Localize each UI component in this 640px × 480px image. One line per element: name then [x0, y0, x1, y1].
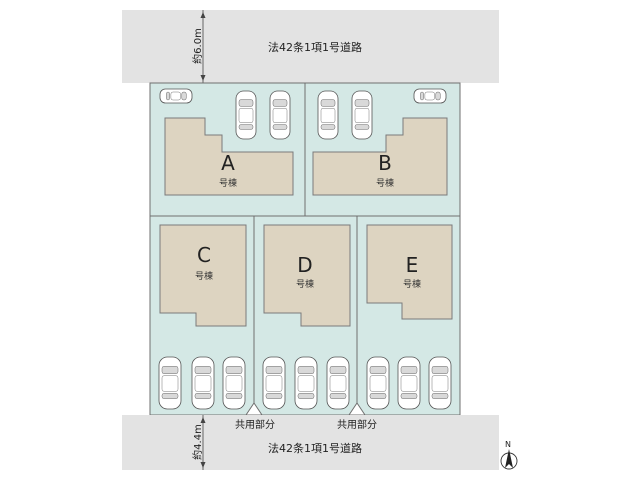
- car-icon: [222, 356, 246, 410]
- car-icon: [428, 356, 452, 410]
- lot-labels: A 号棟 B 号棟 C 号棟 D 号棟 E 号棟: [195, 151, 421, 290]
- lot-a-letter: A: [221, 151, 235, 175]
- lot-d-suffix: 号棟: [296, 278, 314, 290]
- car-icon: [191, 356, 215, 410]
- car-icon: [269, 90, 291, 140]
- top-road-label: 法42条1項1号道路: [268, 40, 362, 54]
- shared-area-left-label: 共用部分: [235, 418, 275, 431]
- car-icon: [413, 88, 447, 104]
- lot-c-suffix: 号棟: [195, 270, 213, 282]
- lot-e-suffix: 号棟: [403, 278, 421, 290]
- car-icon: [351, 90, 373, 140]
- car-icon: [235, 90, 257, 140]
- lot-d-letter: D: [297, 253, 312, 277]
- car-icon: [326, 356, 350, 410]
- house-e: [366, 224, 453, 320]
- car-icon: [317, 90, 339, 140]
- car-icon: [366, 356, 390, 410]
- lot-b-suffix: 号棟: [376, 177, 394, 189]
- bottom-road-label: 法42条1項1号道路: [268, 441, 362, 455]
- car-icon: [397, 356, 421, 410]
- north-label: N: [505, 440, 511, 449]
- car-icon: [262, 356, 286, 410]
- house-b: [312, 117, 448, 196]
- lot-c-letter: C: [197, 243, 211, 267]
- house-a: [164, 117, 294, 196]
- bottom-road: 共用部分 共用部分 約4.4m 法42条1項1号道路: [122, 415, 499, 470]
- parking-cars: [158, 88, 452, 410]
- car-icon: [158, 356, 182, 410]
- north-arrow-icon: [505, 449, 513, 468]
- shared-access: [245, 402, 366, 416]
- bottom-road-width: 約4.4m: [191, 424, 204, 460]
- car-icon: [294, 356, 318, 410]
- car-icon: [159, 88, 193, 104]
- houses: [159, 117, 453, 327]
- top-road-area: [122, 10, 499, 83]
- bottom-road-area: [122, 415, 499, 470]
- house-c: [159, 224, 247, 327]
- house-d: [263, 224, 351, 327]
- top-road: 約6.0m 法42条1項1号道路: [122, 10, 499, 83]
- lot-e-letter: E: [406, 253, 419, 277]
- top-road-width: 約6.0m: [191, 28, 204, 64]
- shared-area-right-label: 共用部分: [337, 418, 377, 431]
- lot-a-suffix: 号棟: [219, 177, 237, 189]
- north-compass: N: [500, 440, 518, 470]
- lot-b-letter: B: [378, 151, 392, 175]
